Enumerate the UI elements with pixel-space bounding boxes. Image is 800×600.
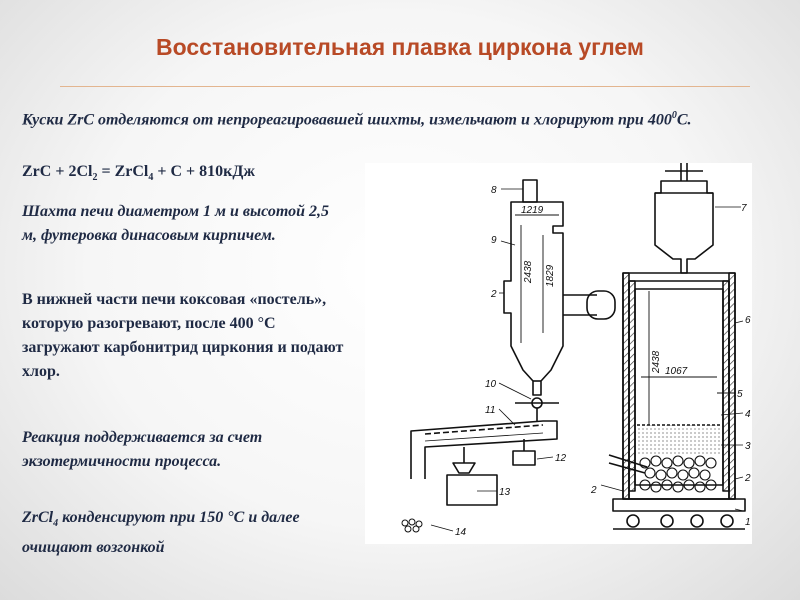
dimension-lines: [515, 214, 735, 425]
condenser-vessel: [503, 179, 564, 396]
label-13: 13: [499, 487, 511, 498]
furnace-diagram: 1219 2438 1829 2438 1067 1 2 2 2 3 4 5 6…: [365, 163, 752, 544]
label-7: 7: [741, 203, 747, 214]
coke-bed-description: В нижней части печи коксовая «постель», …: [22, 291, 344, 380]
furnace-diagram-svg: 1219 2438 1829 2438 1067 1 2 2 2 3 4 5 6…: [401, 163, 751, 538]
screw-conveyor: [410, 420, 558, 479]
condensation-sub: 4: [53, 518, 59, 530]
equation-sub-1: 2: [92, 172, 98, 184]
title-divider: [60, 86, 750, 87]
valve: [515, 397, 559, 421]
label-12: 12: [555, 453, 567, 464]
label-2a: 2: [744, 473, 751, 484]
condensation-part-a: ZrCl: [22, 509, 54, 526]
label-9: 9: [491, 235, 497, 246]
label-4: 4: [745, 409, 751, 420]
reaction-equation: ZrC + 2Cl2 = ZrCl4 + C + 810кДж: [22, 160, 362, 190]
intro-text: Куски ZrC отделяются от непрореагировавш…: [22, 104, 742, 132]
intro-text-main: Куски ZrC отделяются от непрореагировавш…: [22, 111, 672, 129]
equation-part-b: = ZrCl: [97, 163, 149, 180]
condensation-part-b: конденсируют при 150 °С и далее очищают …: [22, 509, 300, 557]
label-10: 10: [485, 379, 497, 390]
label-5: 5: [737, 389, 743, 400]
dim-condenser-width: 1219: [521, 205, 544, 216]
equation-part-c: + C + 810кДж: [153, 163, 255, 180]
reaction-note: Реакция поддерживается за счет экзотерми…: [22, 429, 263, 470]
charge-zone: [637, 425, 721, 455]
coke-bed: [639, 455, 717, 493]
furnace-cart: [612, 498, 746, 530]
intro-text-end: С.: [676, 111, 692, 129]
receiver-tank: [446, 447, 498, 506]
product-pile: [401, 518, 423, 533]
intro-degree-sup: 0: [671, 110, 677, 121]
furnace-description: Шахта печи диаметром 1 м и высотой 2,5 м…: [22, 203, 329, 244]
label-6: 6: [745, 315, 751, 326]
dim-shaft-diameter: 1067: [665, 366, 688, 377]
equation-sub-2: 4: [148, 172, 154, 184]
feed-hopper: [654, 163, 714, 274]
label-3: 3: [745, 441, 751, 452]
condensation-note: ZrCl4 конденсируют при 150 °С и далее оч…: [22, 506, 352, 560]
equation-part-a: ZrC + 2Cl: [22, 163, 93, 180]
label-2b: 2: [490, 289, 497, 300]
connecting-duct: [563, 290, 616, 320]
dim-condenser-body: 1829: [545, 264, 556, 287]
chlorine-inlet: [608, 454, 648, 474]
slide-title: Восстановительная плавка циркона углем: [156, 34, 644, 60]
vent-pipe: [522, 179, 538, 203]
label-1: 1: [745, 517, 751, 528]
motor: [512, 450, 536, 466]
duct-flange: [586, 290, 616, 320]
leader-lines: [430, 188, 744, 532]
dim-shaft-height: 2438: [651, 350, 662, 374]
dim-condenser-height: 2438: [523, 260, 534, 284]
label-14: 14: [455, 527, 467, 538]
label-2c: 2: [590, 485, 597, 496]
label-8: 8: [491, 185, 497, 196]
label-11: 11: [485, 405, 495, 416]
